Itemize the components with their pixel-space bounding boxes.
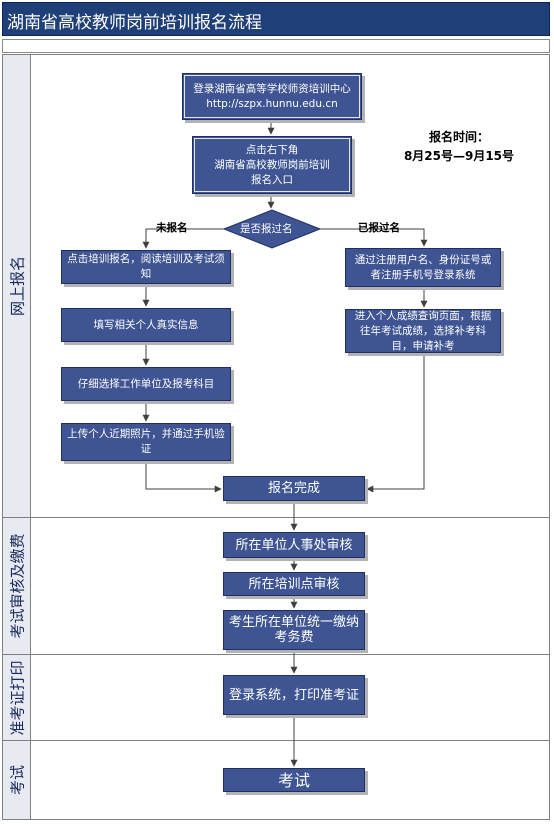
step-login-site: 登录湖南省高等学校师资培训中心 http://szpx.hunnu.edu.cn [182,73,362,120]
decision-label: 是否报过名 [240,223,293,235]
registration-period-label: 报名时间： [428,130,489,144]
step-pay-exam-fee: 考生所在单位统一缴纳考务费 [223,610,365,650]
step-login-system: 通过注册用户名、身份证号或者注册手机号登录系统 [345,248,501,287]
decision-diamond [222,209,322,249]
lane-exam: 考试 [2,740,550,820]
step-upload-photo: 上传个人近期照片，并通过手机验证 [61,423,231,461]
step-apply-makeup: 进入个人成绩查询页面，根据往年考试成绩，选择补考科目，申请补考 [345,309,501,353]
step-registration-entry: 点击右下角 湖南省高校教师岗前培训 报名入口 [192,136,352,194]
entry-line1: 点击右下角 [245,143,299,156]
step-read-notice: 点击培训报名，阅读培训及考试须知 [61,250,231,284]
login-site-url: http://szpx.hunnu.edu.cn [206,97,338,110]
step-registration-complete: 报名完成 [223,476,365,501]
page-title: 湖南省高校教师岗前培训报名流程 [7,13,262,33]
arrow-new4-to-done [145,461,222,493]
registration-period-dates: 8月25号—9月15号 [403,149,515,163]
registration-period-note: 报名时间： 8月25号—9月15号 [400,128,518,166]
step-print-admission-ticket: 登录系统，打印准考证 [223,675,365,715]
arrow-decision-yes [320,228,428,247]
arrow-decision-no [142,228,224,249]
lane-label-review: 考试审核及缴费 [3,518,31,654]
entry-line3: 报名入口 [251,173,293,186]
lane-label-online: 网上报名 [3,55,31,517]
login-site-line1: 登录湖南省高等学校师资培训中心 [193,82,351,95]
branch-label-not-registered: 未报名 [156,222,188,234]
subtitle-bar [2,39,550,53]
lane-label-exam: 考试 [3,741,31,819]
branch-label-registered: 已报过名 [358,222,400,234]
step-fill-info: 填写相关个人真实信息 [61,308,231,342]
entry-line2: 湖南省高校教师岗前培训 [214,158,330,171]
title-bar: 湖南省高校教师岗前培训报名流程 [2,2,550,36]
step-training-site-review: 所在培训点审核 [223,572,365,596]
step-hr-review: 所在单位人事处审核 [223,532,365,558]
lane-label-print: 准考证打印 [3,655,31,740]
arrow-old2-to-done [366,353,425,493]
step-select-unit-subject: 仔细选择工作单位及报考科目 [61,367,231,401]
step-exam: 考试 [223,768,365,792]
